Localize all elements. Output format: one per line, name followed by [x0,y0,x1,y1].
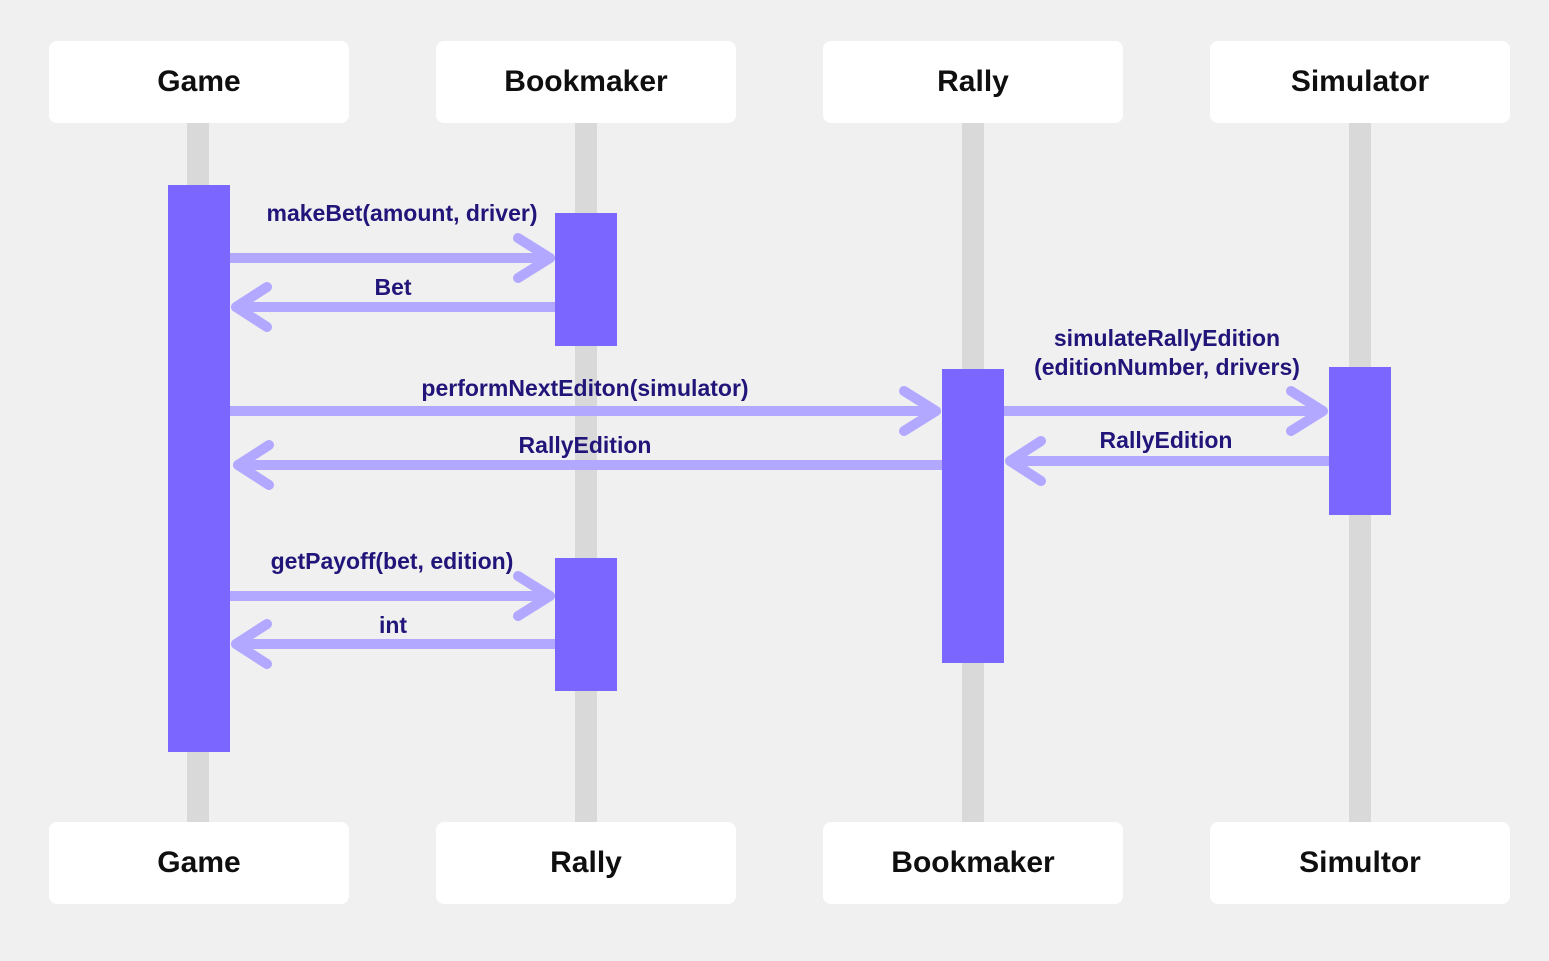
participant-footer-bookmaker: Bookmaker [823,822,1123,904]
label-make-bet: makeBet(amount, driver) [266,200,538,226]
label-simulator-return: RallyEdition [1099,427,1233,453]
arrowhead-make-bet [513,233,555,283]
arrowhead-int-return [231,619,272,669]
participant-header-game: Game [49,41,349,123]
participant-footer-simulator: Simultor [1210,822,1510,904]
arrowhead-simulator-return [1005,436,1046,486]
participant-header-bookmaker: Bookmaker [436,41,736,123]
arrowhead-rally-edition-return [233,440,274,490]
activation-bookmaker-payoff [555,558,617,691]
activation-rally [942,369,1004,663]
participant-footer-game: Game [49,822,349,904]
label-rally-edition-return: RallyEdition [518,432,652,458]
label-bet-return: Bet [374,274,412,300]
participant-header-simulator: Simulator [1210,41,1510,123]
label-perform-next-edition: performNextEditon(simulator) [421,375,749,401]
participant-footer-rally: Rally [436,822,736,904]
arrowhead-simulate-rally-edition [1286,386,1328,436]
participant-header-rally: Rally [823,41,1123,123]
label-simulate-rally-edition-args: (editionNumber, drivers) [1034,354,1300,380]
arrowhead-get-payoff [513,571,555,621]
activation-bookmaker-bet [555,213,617,346]
label-get-payoff: getPayoff(bet, edition) [270,548,514,574]
arrowhead-bet-return [231,282,272,332]
arrowhead-perform-next-edition [899,386,941,436]
label-simulate-rally-edition: simulateRallyEdition [1053,325,1281,351]
activation-game [168,185,230,752]
label-int-return: int [378,612,408,638]
activation-simulator [1329,367,1391,515]
